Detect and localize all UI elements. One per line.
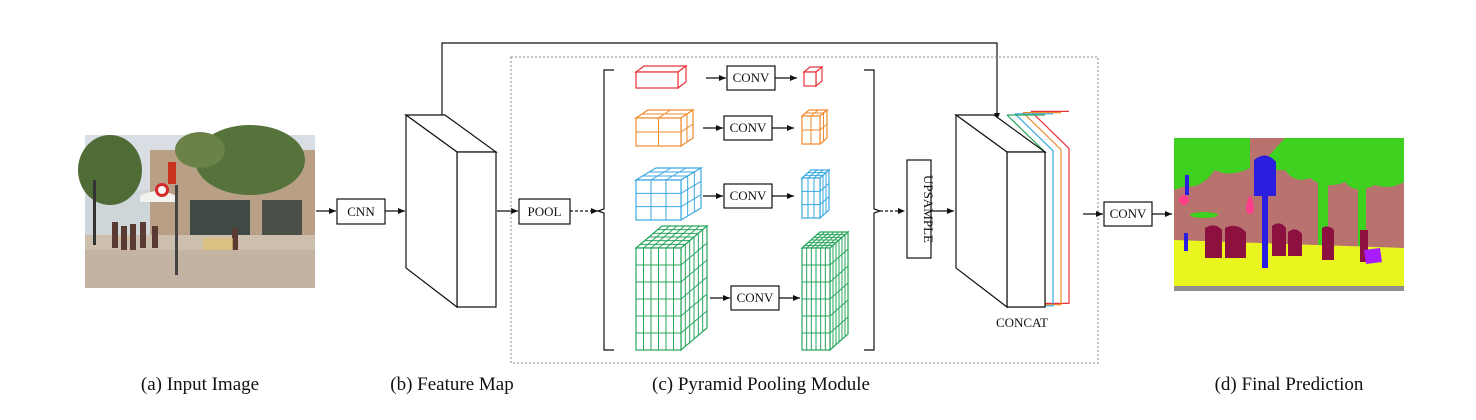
right-brace — [864, 69, 882, 351]
feature-map-block — [404, 113, 498, 309]
final-conv-box — [1103, 201, 1153, 227]
branch-conv-3: CONV — [703, 183, 794, 209]
upsample-label: UPSAMPLE — [921, 175, 936, 243]
pyramid-branch-6x6 — [634, 224, 850, 352]
caption-pyramid-pooling-module: (c) Pyramid Pooling Module — [652, 374, 870, 395]
input-image — [78, 125, 315, 288]
svg-text:CONV: CONV — [730, 188, 767, 203]
pyramid-branch-3x3 — [633, 166, 831, 222]
svg-text:CONV: CONV — [733, 70, 770, 85]
skip-connection-arrow — [441, 42, 1000, 120]
branch-conv-1: CONV — [706, 65, 797, 91]
final-prediction-map — [1174, 138, 1404, 291]
concat-label: CONCAT — [996, 315, 1048, 330]
concat-block — [954, 113, 1047, 309]
final-conv-label: CONV — [1110, 206, 1147, 221]
upsample-box — [906, 159, 932, 259]
pool-box — [518, 198, 571, 225]
caption-feature-map: (b) Feature Map — [390, 374, 513, 395]
caption-input-image: (a) Input Image — [141, 374, 259, 395]
pyramid-branch-2x2 — [634, 108, 829, 148]
pool-label: POOL — [528, 204, 562, 219]
svg-text:CONV: CONV — [737, 290, 774, 305]
ppm-frame — [510, 56, 1099, 364]
svg-text:CONV: CONV — [730, 120, 767, 135]
pyramid-branch-1x1 — [634, 64, 824, 90]
cnn-label: CNN — [347, 204, 375, 219]
branch-conv-2: CONV — [703, 115, 794, 141]
caption-final-prediction: (d) Final Prediction — [1215, 374, 1364, 395]
branch-conv-6: CONV — [710, 285, 800, 311]
left-brace — [596, 69, 614, 351]
